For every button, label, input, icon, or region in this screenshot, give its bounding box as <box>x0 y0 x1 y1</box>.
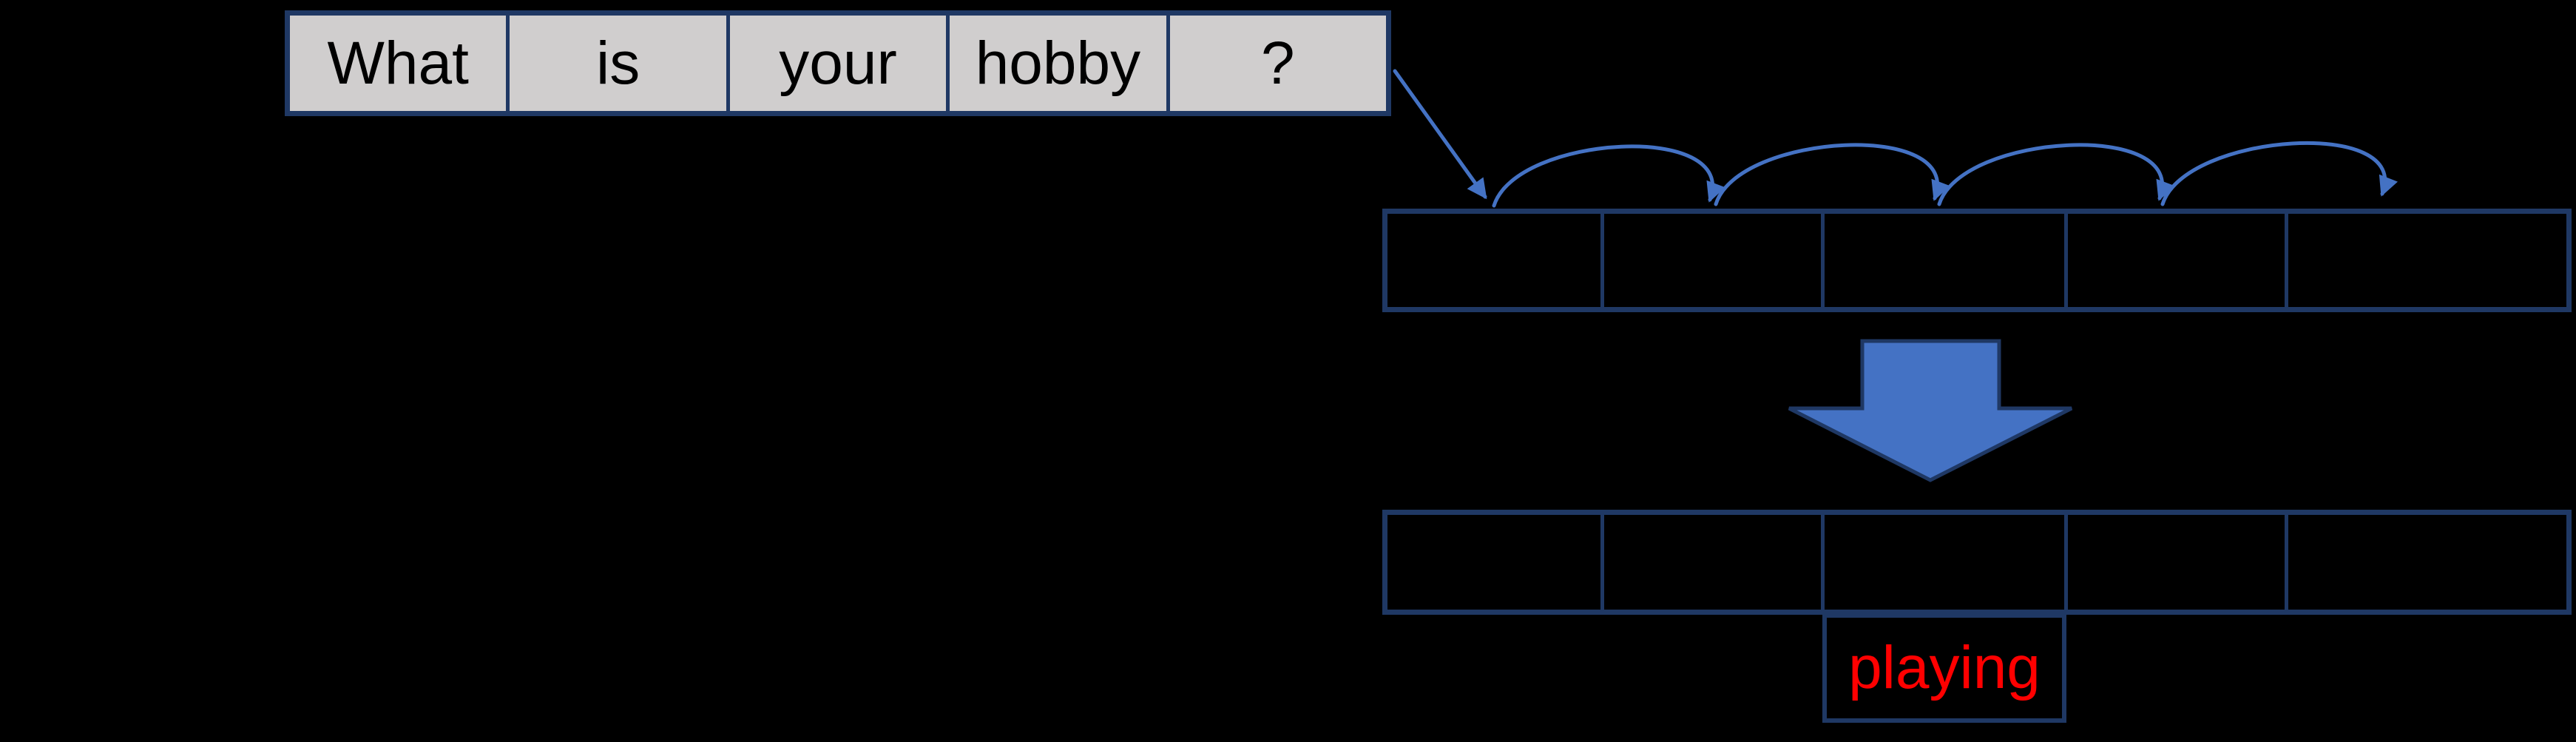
sequence-cell <box>1820 214 2064 307</box>
sequence-cell <box>2063 515 2285 610</box>
token-cell-is: is <box>506 16 726 111</box>
sequence-cell <box>1387 214 1600 307</box>
sentence-token-row: What is your hobby ? <box>285 10 1391 116</box>
hop-arc-icon <box>1714 143 1950 206</box>
token-cell-qmark: ? <box>1166 16 1386 111</box>
sequence-cell <box>1600 515 1820 610</box>
prediction-word-label: playing <box>1848 634 2041 701</box>
token-cell-hobby: hobby <box>946 16 1166 111</box>
sequence-cell <box>2063 214 2285 307</box>
hop-arc-icon <box>2160 141 2398 206</box>
sequence-row-bottom <box>1382 510 2572 615</box>
hop-arc-icon <box>1937 143 2175 206</box>
hop-arc-icon <box>1492 144 1725 208</box>
sequence-cell <box>2284 214 2566 307</box>
sequence-row-top <box>1382 209 2572 312</box>
sequence-cell <box>2284 515 2566 610</box>
down-block-arrow-icon <box>1788 339 2073 482</box>
sequence-cell <box>1820 515 2064 610</box>
diagonal-arrow-icon <box>1393 69 1487 200</box>
token-cell-your: your <box>726 16 946 111</box>
sequence-cell <box>1387 515 1600 610</box>
token-cell-what: What <box>327 29 469 97</box>
prediction-box: playing <box>1822 613 2066 723</box>
sequence-cell <box>1600 214 1820 307</box>
